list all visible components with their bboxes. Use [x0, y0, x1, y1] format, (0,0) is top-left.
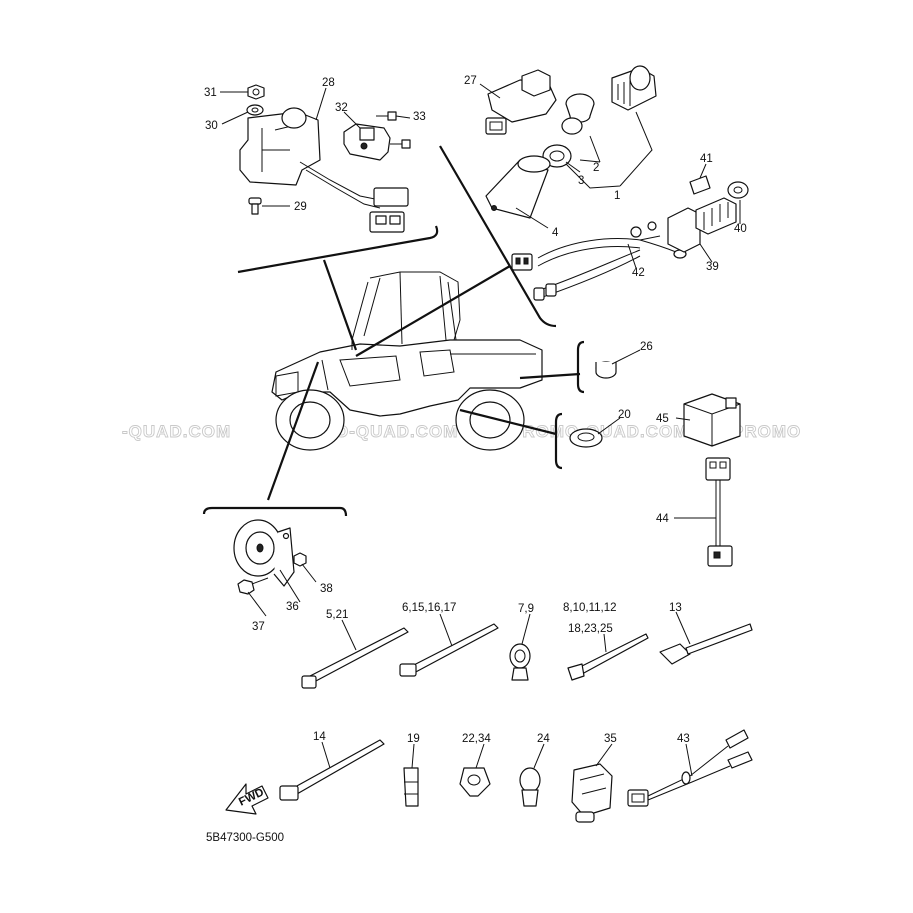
callout-2: 2 — [593, 162, 599, 174]
callout-41: 41 — [700, 153, 713, 165]
callout-31: 31 — [204, 87, 217, 99]
callout-1: 1 — [614, 190, 620, 202]
watermark-text-1: -QUAD.COM — [122, 422, 231, 441]
callout-18-23-25: 18,23,25 — [568, 623, 613, 635]
clamp-7-9 — [509, 643, 531, 681]
callout-leaders — [220, 83, 741, 777]
callout-14: 14 — [313, 731, 326, 743]
callout-30: 30 — [205, 120, 218, 132]
callout-33: 33 — [413, 111, 426, 123]
washer-40 — [727, 181, 749, 199]
callout-labels: 31 30 28 32 33 29 27 2 3 1 4 41 40 39 42… — [204, 75, 747, 745]
washer-30 — [246, 104, 264, 116]
callout-19: 19 — [407, 733, 420, 745]
leader-switch-to-vehicle — [355, 265, 511, 357]
watermark-text-3: PROMO-QUAD.COM — [510, 422, 688, 441]
tie-clip-8-10-11-12-18-23-25 — [567, 633, 649, 681]
switch-39 — [667, 197, 737, 253]
cap-2 — [561, 93, 595, 135]
clip-24 — [519, 767, 541, 807]
cable-tie-5-21 — [301, 627, 409, 689]
cable-tie-14 — [279, 739, 385, 801]
watermark-text-4: PROMO — [732, 422, 801, 441]
callout-29: 29 — [294, 201, 307, 213]
callout-38: 38 — [320, 583, 333, 595]
grommet-26 — [595, 361, 617, 379]
horn-group-bracket — [202, 506, 348, 517]
callout-28: 28 — [322, 77, 335, 89]
callout-7-9: 7,9 — [518, 603, 534, 615]
callout-32: 32 — [335, 102, 348, 114]
callout-37: 37 — [252, 621, 265, 633]
callout-43: 43 — [677, 733, 690, 745]
callout-40: 40 — [734, 223, 747, 235]
clip-22-34 — [459, 767, 491, 797]
callout-22-34: 22,34 — [462, 733, 491, 745]
switch-group-bracket — [439, 145, 557, 328]
relay-group-bracket — [237, 225, 439, 274]
grommet-20-bracket — [554, 412, 563, 470]
horn-36 — [233, 519, 295, 587]
nut-3 — [542, 144, 572, 168]
relay-assembly — [239, 107, 409, 233]
leader-grommet-20 — [459, 408, 557, 436]
leader-grommet-26 — [519, 372, 581, 380]
switch-27 — [485, 69, 557, 135]
callout-5-21: 5,21 — [326, 609, 348, 621]
grommet-26-bracket — [576, 340, 585, 394]
vehicle-illustration — [271, 271, 543, 451]
callout-4: 4 — [552, 227, 559, 239]
relay-32 — [343, 123, 391, 161]
leader-relay-to-vehicle — [322, 259, 358, 351]
harness-44 — [705, 457, 733, 567]
nut-31 — [247, 84, 265, 100]
leader-horn-to-vehicle — [266, 361, 320, 501]
socket-1 — [611, 65, 657, 111]
fwd-arrow: FWD — [225, 783, 269, 815]
cable-tie-13 — [659, 623, 753, 665]
callout-42: 42 — [632, 267, 645, 279]
callout-20: 20 — [618, 409, 631, 421]
callout-13: 13 — [669, 602, 682, 614]
label-41 — [689, 175, 711, 195]
cover-4 — [485, 155, 551, 219]
callout-44: 44 — [656, 513, 669, 525]
callout-24: 24 — [537, 733, 550, 745]
bolt-37 — [237, 577, 269, 595]
callout-8-10-11-12: 8,10,11,12 — [563, 602, 617, 614]
wire-harness-42 — [511, 221, 687, 301]
callout-27: 27 — [464, 75, 477, 87]
callout-26: 26 — [640, 341, 653, 353]
nut-38 — [293, 552, 307, 567]
clamp-35 — [571, 763, 613, 823]
callout-35: 35 — [604, 733, 617, 745]
relay-45 — [683, 393, 741, 447]
bolt-29 — [248, 197, 262, 215]
drawing-number: 5B47300-G500 — [206, 832, 284, 844]
clip-19 — [403, 767, 419, 807]
callout-6-15-16-17: 6,15,16,17 — [402, 602, 456, 614]
cable-tie-6-15-16-17 — [399, 623, 499, 677]
callout-39: 39 — [706, 261, 719, 273]
callout-36: 36 — [286, 601, 299, 613]
callout-3: 3 — [578, 175, 584, 187]
harness-43 — [627, 729, 753, 807]
grommet-20 — [569, 428, 603, 448]
callout-45: 45 — [656, 413, 669, 425]
